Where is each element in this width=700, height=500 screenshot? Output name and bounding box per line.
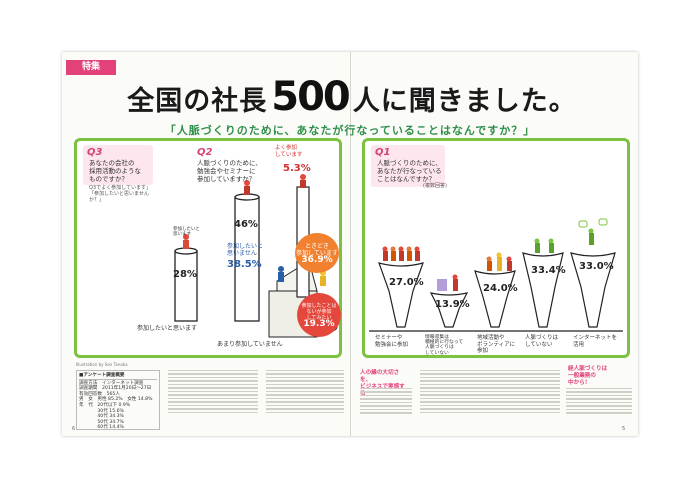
- q3-column-2: [234, 196, 260, 322]
- panel-left: Q3 あなたの会社の 採用活動のような ものですか？ Q3でよく参加しています」…: [74, 138, 342, 358]
- q2-label: Q2: [197, 147, 213, 158]
- page-gutter: [350, 52, 351, 436]
- body-text-column: [168, 370, 258, 426]
- headline: 全国の社長 500 人に聞きました。: [92, 74, 612, 120]
- section-heading-right: 経人脈づくりは 一般業務の 中から！: [568, 366, 608, 386]
- q1-glass-5: [570, 252, 616, 328]
- q3-label: Q3: [87, 147, 103, 158]
- survey-row: 調査方法 インターネット調査: [79, 380, 144, 386]
- q2-person-blue: [278, 266, 284, 272]
- q1-glass-1: [378, 262, 424, 328]
- survey-title: ■アンケート調査概要: [79, 373, 157, 380]
- headline-part1: 全国の社長: [127, 86, 268, 117]
- magazine-spread: 特集 全国の社長 500 人に聞きました。 「人脈づくりのために、あなたが行なっ…: [62, 52, 638, 436]
- q1-glass-4: [522, 252, 564, 328]
- q1-glass-3: [474, 270, 516, 328]
- page-number-left: 6: [72, 426, 76, 432]
- headline-part2: 人に聞きました。: [352, 86, 577, 117]
- q2-item-2-label: 参加したいと 思いません: [227, 243, 264, 257]
- q1-item-4-label: 人脈づくりは していない: [525, 335, 559, 348]
- survey-row: 40代 34.3%: [79, 414, 124, 420]
- feature-badge: 特集: [66, 60, 116, 75]
- survey-info-box: ■アンケート調査概要 調査方法 インターネット調査 調査期間 2011年1月20…: [76, 370, 160, 430]
- q3-item-1-pct: 28%: [173, 269, 197, 280]
- q2-item-4-circle: 参加したことは ないが参加 してみたい 19.3%: [297, 293, 341, 337]
- subheadline: 「人脈づくりのために、あなたが行なっていることはなんですか？」: [164, 124, 536, 137]
- q1-item-5-pct: 33.0%: [579, 261, 614, 272]
- q2-item-2-pct: 38.5%: [227, 259, 262, 270]
- q1-item-3-pct: 24.0%: [483, 283, 518, 294]
- q3-note: Q3でよく参加しています」 「参加したいと思いませんか？」: [89, 185, 151, 203]
- q2-question: 人脈づくりのために、 勉強会やセミナーに 参加していますか？: [197, 159, 262, 183]
- q1-books: [437, 279, 447, 291]
- body-text-column: [266, 370, 344, 426]
- survey-row: 年 代 20代以下 0.9%: [79, 402, 131, 408]
- q1-item-1-pct: 27.0%: [389, 277, 424, 288]
- q1-item-5-label: インターネットを 活用: [573, 335, 618, 348]
- survey-row: 50代 34.7%: [79, 419, 124, 425]
- survey-row: 60代 14.4%: [79, 425, 124, 431]
- q3-bottom-label-1: 参加したいと思います: [137, 325, 198, 332]
- panel-right: Q1 人脈づくりのために、 あなたが行なっている ことはなんですか？ (複数回答…: [362, 138, 630, 358]
- page-number-right: 5: [622, 426, 626, 432]
- q1-question: 人脈づくりのために、 あなたが行なっている ことはなんですか？: [377, 159, 442, 183]
- survey-row: 30代 15.6%: [79, 408, 124, 414]
- headline-number: 500: [271, 74, 350, 120]
- q2-item-3-circle: ときどき 参加しています 36.9%: [295, 233, 339, 273]
- survey-row: 有効回答数 565人: [79, 391, 120, 397]
- body-text-column: [420, 370, 560, 426]
- q3-note-box: [83, 145, 153, 185]
- q2-item-1-label: よく参加 しています: [275, 145, 303, 158]
- q3-bottom-label-2: あまり参加していません: [217, 341, 283, 348]
- q1-label: Q1: [375, 147, 391, 158]
- q2-item-1-pct: 5.3%: [283, 163, 311, 174]
- survey-row: 調査期間 2011年1月20日〜27日: [79, 386, 152, 392]
- section-heading-mid: 人の縁の大切さを、 ビジネスで実感する: [360, 370, 405, 397]
- survey-row: 男 女 男性 85.2% 女性 14.8%: [79, 397, 153, 403]
- body-text-column: [360, 388, 412, 426]
- panel-right-art: [369, 145, 623, 332]
- q1-item-4-pct: 33.4%: [531, 265, 566, 276]
- q1-note-box: [371, 145, 445, 187]
- q2-item-4-pct: 19.3%: [303, 318, 335, 329]
- illustration-credit: Illustration by Sen Tanaka: [76, 362, 128, 367]
- q3-item-2-pct: 46%: [234, 219, 258, 230]
- q1-item-3-label: 地域活動や ボランティアに 参加: [477, 335, 516, 354]
- q1-item-2-pct: 13.9%: [435, 299, 470, 310]
- q2-item-3-label: ときどき 参加しています: [296, 242, 338, 257]
- body-text-column: [566, 388, 632, 426]
- q2-item-4-label: 参加したことは ないが参加 してみたい: [301, 302, 337, 321]
- q2-item-3-pct: 36.9%: [301, 254, 333, 265]
- q1-note: (複数回答): [423, 183, 447, 189]
- q3-person-2: [244, 180, 250, 186]
- q1-crowd-1: [382, 246, 420, 261]
- q3-person-1: [183, 234, 189, 240]
- q1-glass-2: [429, 292, 469, 328]
- q1-item-1-label: セミナーや 勉強会に参加: [375, 335, 409, 348]
- q1-item-2-label: 情報収集は 積極的に行なって 人脈づくりは していない: [425, 335, 464, 356]
- q3-item-1-toplabel: 参加したいと 思います: [173, 227, 200, 237]
- q3-question: あなたの会社の 採用活動のような ものですか？: [89, 159, 141, 183]
- q3-column-1: [174, 250, 198, 322]
